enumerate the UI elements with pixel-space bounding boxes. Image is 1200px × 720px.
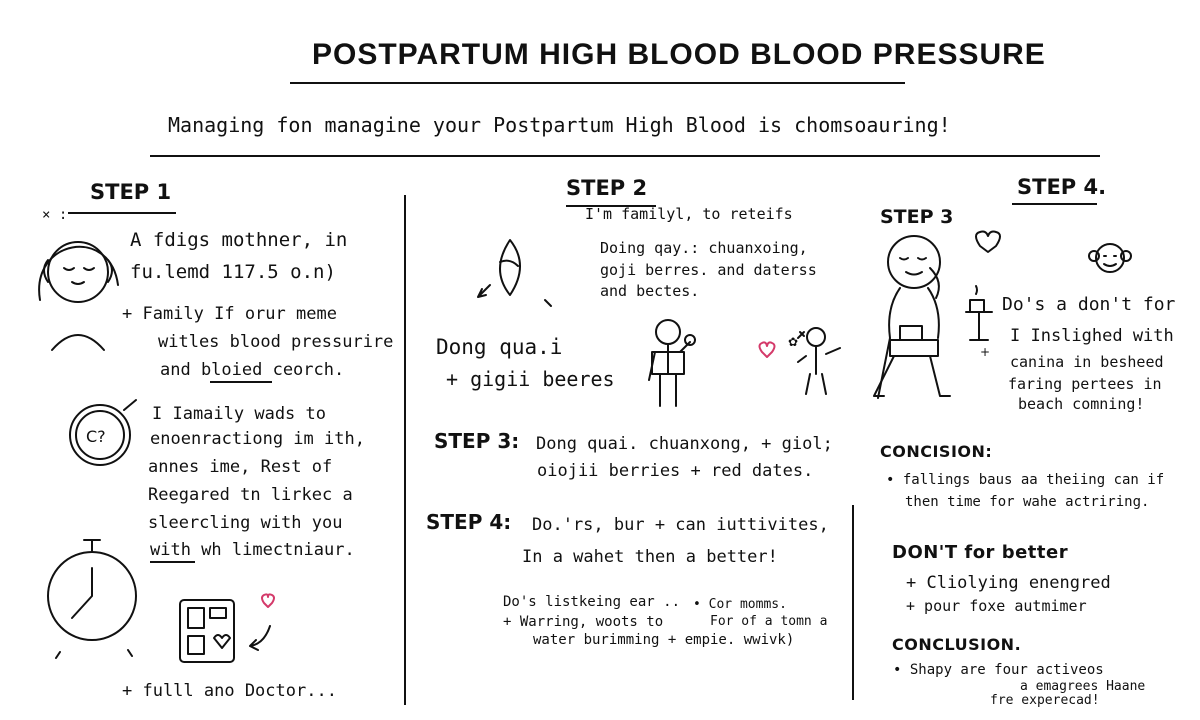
step-2-note-2: goji berres. and daterss <box>600 261 817 279</box>
step-3-line-2: oiojii berries + red dates. <box>537 461 814 481</box>
column-divider-right <box>852 505 854 700</box>
page-title: POSTPARTUM HIGH BLOOD BLOOD PRESSURE <box>312 38 1046 71</box>
dont-item-2: + pour foxe autmimer <box>906 597 1087 615</box>
dos-line-3: canina in besheed <box>1010 353 1164 371</box>
col3-step-4-underline <box>1012 203 1097 205</box>
family-line-2: witles blood pressurire <box>158 332 394 352</box>
subtitle-underline <box>150 155 1100 157</box>
heart-icon-3 <box>975 230 1001 253</box>
concision-line-2: then time for wahe actriring. <box>905 494 1150 510</box>
woman-flower-icon <box>648 319 696 407</box>
dont-item-1: + Cliolying enengred <box>906 573 1111 593</box>
step-2-sub: I'm familyl, to reteifs <box>585 205 793 223</box>
conclusion-line-2: a emagrees Haane <box>1020 679 1146 694</box>
column-divider-left <box>404 195 406 705</box>
heart-icon-2 <box>758 341 776 358</box>
step-2-label: STEP 2 <box>566 176 648 200</box>
subtitle: Managing fon managine your Postpartum Hi… <box>168 113 951 137</box>
dong-quai-line-1: Dong qua.i <box>436 335 563 359</box>
clock-icon <box>47 539 137 659</box>
heart-icon-1 <box>261 593 275 608</box>
intro-line-2: fu.lemd 117.5 o.n) <box>130 261 336 283</box>
list-line-5: sleercling with you <box>148 513 343 533</box>
notes-left-2: + Warring, woots to <box>503 614 664 630</box>
marker-x: × : <box>42 207 68 223</box>
dong-quai-line-2: + gigii beeres <box>446 367 615 391</box>
dos-line-4: faring pertees in <box>1008 375 1162 393</box>
conclusion-line-3: fre experecad! <box>990 693 1100 708</box>
plus-mark-icon: + <box>980 345 990 359</box>
dos-line-5: beach comning! <box>1018 395 1145 413</box>
svg-text:C?: C? <box>86 427 106 446</box>
col3-step-4-label: STEP 4. <box>1017 175 1107 199</box>
notes-right-1: • Cor momms. <box>693 597 787 612</box>
concision-line-1: • fallings baus aa theiing can if <box>886 472 1165 488</box>
list-line-4: Reegared tn lirkec a <box>148 485 353 505</box>
mother-face-icon <box>38 241 119 351</box>
notes-left-1: Do's listkeing ear .. <box>503 594 681 610</box>
cup-table-icon <box>965 285 993 341</box>
woman-laptop-icon <box>873 235 951 399</box>
conclusion-heading: CONCLUSION. <box>892 635 1022 654</box>
conclusion-line-1: • Shapy are four activeos <box>893 662 1104 678</box>
list-line-2: enoenractiong im ith, <box>150 429 365 449</box>
dont-heading: DON'T for better <box>892 542 1069 563</box>
herb-sketch-icon <box>477 239 552 307</box>
concision-heading: CONCISION: <box>880 442 993 461</box>
list-line-6: with wh limectniaur. <box>150 540 355 560</box>
dos-line-1: Do's a don't for <box>1002 294 1176 315</box>
step-2-note-3: and bectes. <box>600 282 700 300</box>
step-4-label: STEP 4: <box>426 510 512 534</box>
step-4-line-1: Do.'rs, bur + can iuttivites, <box>532 515 829 535</box>
notes-left-3: water burimming + empie. wwivk) <box>533 632 795 648</box>
list-underline <box>150 561 195 563</box>
dos-line-2: I Inslighed with <box>1010 326 1174 346</box>
step-2-underline <box>566 205 656 207</box>
intro-line-1: A fdigs mothner, in <box>130 229 348 251</box>
family-line-1: + Family If orur meme <box>122 304 337 324</box>
step-1-label: STEP 1 <box>90 180 172 204</box>
child-waving-icon <box>797 327 841 395</box>
footer-doctor: + fulll ano Doctor... <box>122 681 337 701</box>
step-1-underline <box>68 212 176 214</box>
family-line-3: and bloied ceorch. <box>160 360 345 380</box>
title-underline <box>290 82 905 84</box>
notes-right-2: For of a tomn a <box>710 614 828 629</box>
step-3-line-1: Dong quai. chuanxong, + giol; <box>536 434 833 454</box>
confused-face-icon: C? <box>69 399 137 466</box>
step-2-note-1: Doing qay.: chuanxoing, <box>600 239 808 257</box>
step-4-line-2: In a wahet then a better! <box>522 547 778 567</box>
list-line-3: annes ime, Rest of <box>148 457 333 477</box>
sparkle-icon: ✿ <box>788 335 798 349</box>
monkey-face-icon <box>1088 243 1132 273</box>
col3-step-3-label: STEP 3 <box>880 206 954 228</box>
step-3-label: STEP 3: <box>434 429 520 453</box>
phone-app-icon <box>179 599 271 663</box>
list-line-1: I Iamaily wads to <box>152 404 326 424</box>
family-keyword-underline <box>210 381 272 383</box>
